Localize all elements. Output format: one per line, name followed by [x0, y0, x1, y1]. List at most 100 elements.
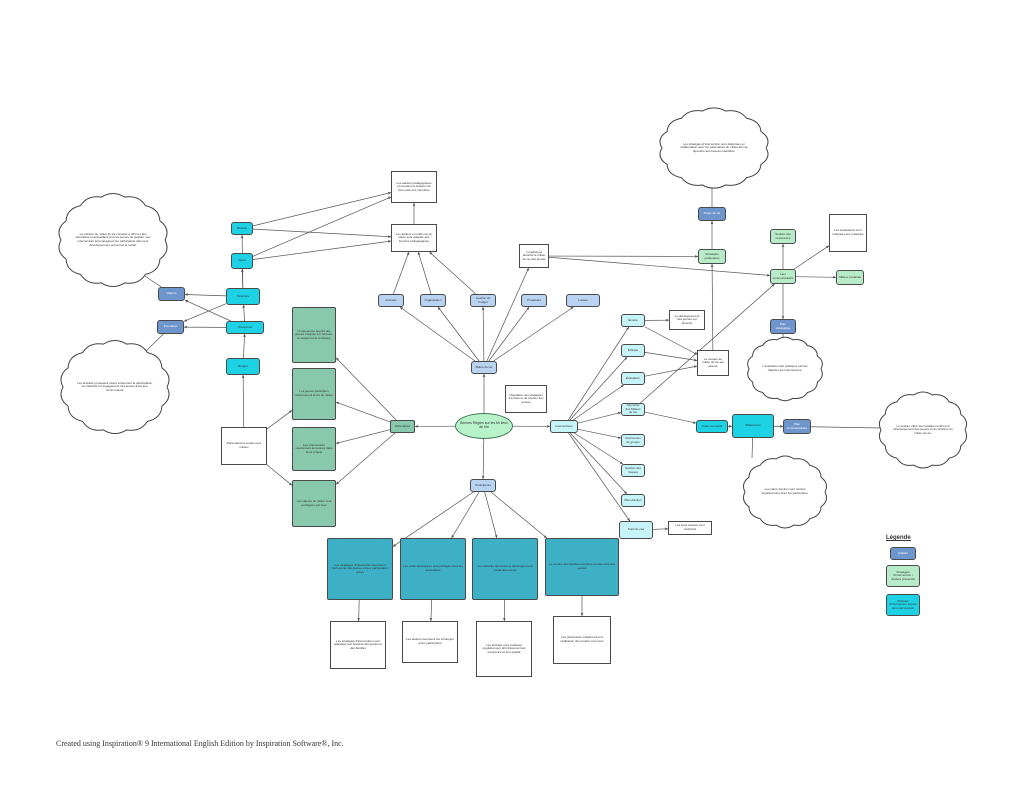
node-box-partenariat[interactable]: Partenariat et soutien aux milieux: [221, 427, 267, 465]
node-participants[interactable]: Participants: [470, 479, 496, 492]
node-box-soutien[interactable]: Le soutien au milieu de vie est assuré: [697, 350, 729, 376]
node-label: Projet de vie: [703, 211, 721, 216]
node-processus[interactable]: Processus: [226, 321, 264, 334]
node-label: Les ateliers et outils mis en place sont…: [395, 231, 433, 243]
node-label: Évaluation: [625, 375, 640, 380]
node-bottom-1[interactable]: Les stratégies d'intervention favorisent…: [327, 538, 393, 600]
link-interventions-to-ethique: [569, 356, 628, 421]
link-ecoute-to-box-soutien: [644, 326, 698, 355]
node-green-4[interactable]: Les valeurs du milieu sont partagées par…: [292, 480, 336, 527]
node-bottom-3[interactable]: Les activités favorisent le développemen…: [472, 538, 538, 600]
node-box-strategies[interactable]: Intégration des stratégies d'écoute et d…: [505, 385, 547, 413]
node-gestion-risques[interactable]: Gestion des risques: [621, 464, 645, 477]
node-label: Milieu de vie: [475, 364, 493, 369]
link-partenaires-to-green-1: [335, 357, 397, 421]
link-bottom-2-to-white-b2: [429, 599, 433, 622]
node-label: Processus: [237, 324, 252, 329]
cloud-cloud-2: [60, 339, 170, 435]
link-interventions-to-evaluation: [573, 384, 624, 421]
node-strategies-partenaires[interactable]: Stratégies partenaires: [698, 249, 726, 264]
node-label: Intervention de groupe: [625, 435, 641, 444]
link-interventions-to-intervention-groupe: [577, 428, 622, 439]
link-interventions-to-ecoute: [567, 326, 630, 421]
node-outils-travail[interactable]: Outils de travail: [696, 420, 728, 433]
node-valeurs[interactable]: Valeurs: [158, 287, 185, 301]
node-budget[interactable]: Budget: [226, 358, 260, 375]
node-suivi-cas[interactable]: Suivi de cas: [619, 521, 653, 539]
node-box-ateliers-outils[interactable]: Les ateliers et outils mis en place sont…: [391, 224, 437, 252]
node-label: Partenariat et soutien aux milieux: [226, 441, 262, 449]
node-proprietes[interactable]: Propriétés: [521, 294, 547, 307]
node-projet-vie[interactable]: Projet de vie: [698, 207, 726, 221]
node-green-2[interactable]: Les jeunes participent activement à la v…: [292, 368, 336, 420]
node-label: Références: [745, 423, 761, 428]
node-vision[interactable]: Vision: [231, 253, 253, 269]
node-white-b3[interactable]: Les activités sont évaluées régulièremen…: [476, 621, 532, 677]
node-partenaires[interactable]: Partenaires: [390, 420, 415, 433]
link-milieu-vie-to-box-organisme: [486, 267, 529, 362]
node-center[interactable]: Bonnes Règles sur les Mi lieux de Vie: [455, 413, 513, 439]
link-box-soutien-to-strategies-partenaires: [710, 263, 714, 351]
node-plan-strategique[interactable]: Plan stratégique: [770, 319, 796, 334]
link-participants-to-bottom-3: [484, 491, 498, 539]
node-structure[interactable]: Structure: [226, 288, 260, 305]
node-label: Les valeurs du milieu sont partagées par…: [296, 498, 332, 507]
node-label: Locaux: [578, 297, 588, 302]
node-soutien-ressources[interactable]: Soutien des ressources: [770, 229, 796, 244]
cloud-cloud-1: [58, 192, 168, 288]
node-evaluation[interactable]: Évaluation: [621, 372, 645, 385]
link-approche-to-outils-travail: [644, 411, 697, 424]
cloud-text: Le soutien offert aux familles renforce …: [893, 423, 953, 435]
node-milieu-vie[interactable]: Milieu de vie: [471, 361, 497, 374]
node-box-pedagogiques[interactable]: Les ateliers pédagogiques permettent la …: [391, 171, 437, 203]
node-plan-action[interactable]: Plan d'action: [621, 494, 645, 507]
node-formation[interactable]: Formation: [157, 320, 184, 334]
node-milieux-scolaires[interactable]: Milieux scolaires: [836, 270, 864, 285]
node-lien-communautaire[interactable]: Lien communautaire: [770, 269, 796, 284]
link-participants-to-bottom-4: [490, 491, 547, 539]
node-organisation[interactable]: Organisation: [420, 294, 446, 307]
node-white-b1[interactable]: Les stratégies d'intervention sont adapt…: [330, 621, 386, 669]
node-box-liens[interactable]: Les liens sociaux sont renforcés: [668, 521, 712, 535]
node-label: Mission: [236, 225, 248, 230]
node-bottom-4[interactable]: Le soutien aux familles contribue au bie…: [545, 538, 619, 596]
node-white-b4[interactable]: Les partenaires collaborent à la réalisa…: [553, 616, 611, 664]
node-plan-communautaire[interactable]: Plan communautaire: [783, 419, 811, 434]
link-activites-to-box-ateliers-outils: [393, 251, 410, 295]
node-white-b2[interactable]: Les ateliers favorisent les échanges ent…: [402, 621, 458, 663]
node-green-3[interactable]: Les intervenants soutiennent les jeunes …: [292, 427, 336, 471]
node-green-1[interactable]: L'intervention auprès des jeunes s'appui…: [292, 307, 336, 363]
link-partenaires-to-green-3: [335, 429, 391, 445]
node-approche[interactable]: Approche des Milieux de vie: [621, 403, 645, 416]
node-mission[interactable]: Mission: [231, 222, 253, 235]
link-mission-to-box-pedagogiques: [252, 191, 392, 227]
node-label: Lien communautaire: [772, 271, 794, 280]
link-center-to-participants: [481, 438, 485, 480]
node-locaux[interactable]: Locaux: [566, 294, 600, 307]
link-interventions-to-suivi-cas: [568, 432, 631, 522]
cloud-link-cloud-6: [796, 426, 882, 429]
node-label: Les intervenants soutiennent les jeunes …: [295, 442, 333, 454]
node-label: Le soutien au milieu de vie est assuré: [702, 356, 724, 368]
node-box-developpement[interactable]: Le développement des jeunes est favorisé: [669, 310, 705, 330]
link-structure-to-vision: [240, 268, 244, 289]
node-box-organisme[interactable]: L'organisme favorise le milieu de vie de…: [519, 244, 549, 268]
node-activites[interactable]: Activités: [378, 294, 404, 307]
node-bottom-2[interactable]: Les outils développés sont partagés avec…: [400, 538, 466, 600]
node-label: Les partenaires collaborent à la réalisa…: [560, 635, 604, 643]
cloud-text: Les stratégies d'intervention sont élabo…: [680, 141, 748, 153]
node-ethique[interactable]: Éthique: [621, 344, 645, 357]
node-gestion-budget[interactable]: Gestion du budget: [470, 294, 496, 307]
node-interventions[interactable]: Interventions: [550, 420, 578, 433]
node-box-evaluation[interactable]: Les évaluations sont intégrées aux prati…: [829, 214, 867, 252]
link-mission-to-box-ateliers-outils: [252, 228, 392, 238]
node-references[interactable]: Références: [732, 414, 774, 438]
node-label: Les activités sont évaluées régulièremen…: [482, 642, 526, 654]
link-box-organisme-to-lien-communautaire: [548, 256, 771, 277]
node-label: Outils de travail: [701, 423, 723, 428]
link-milieu-vie-to-organisation: [437, 306, 480, 362]
node-intervention-groupe[interactable]: Intervention de groupe: [621, 434, 645, 447]
node-label: Interventions: [555, 423, 573, 428]
cloud-cloud-5: [742, 455, 828, 529]
node-ecoute[interactable]: Écoute: [621, 314, 645, 327]
